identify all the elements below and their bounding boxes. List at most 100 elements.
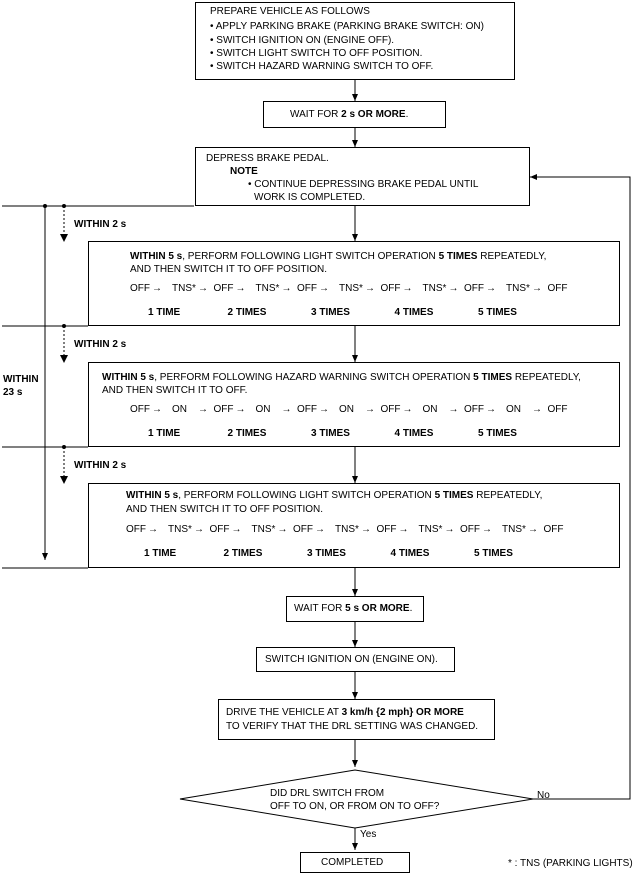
- prepare-item-4: • SWITCH HAZARD WARNING SWITCH TO OFF.: [210, 61, 434, 72]
- no-branch-label: No: [537, 790, 550, 801]
- hazard-step-line2: AND THEN SWITCH IT TO OFF.: [102, 385, 248, 396]
- state-tns: TNS*: [502, 524, 526, 535]
- within-2s-label-1: WITHIN 2 s: [74, 219, 127, 230]
- arrow-icon: →: [148, 524, 158, 535]
- arrow-icon: →: [448, 404, 459, 415]
- arrow-icon: →: [319, 404, 329, 415]
- note-label: NOTE: [230, 166, 258, 177]
- state-tns: TNS*: [418, 524, 443, 535]
- state-on: ON: [172, 404, 187, 415]
- prepare-item-3: • SWITCH LIGHT SWITCH TO OFF POSITION.: [210, 48, 423, 59]
- brake-pedal-box: [195, 147, 530, 206]
- repetition-count: 5 TIMES: [478, 307, 517, 318]
- state-off: OFF: [130, 404, 150, 415]
- prepare-item-2: • SWITCH IGNITION ON (ENGINE OFF).: [210, 35, 395, 46]
- state-tns: TNS*: [251, 524, 276, 535]
- state-off: OFF: [464, 283, 484, 294]
- state-off: OFF: [380, 283, 401, 294]
- state-off: OFF: [376, 524, 397, 535]
- arrow-icon: →: [198, 283, 208, 294]
- state-tns: TNS*: [335, 524, 359, 535]
- arrow-icon: →: [231, 524, 242, 535]
- state-off: OFF: [209, 524, 230, 535]
- repetition-count: 1 TIME: [148, 428, 181, 439]
- repetition-count: 3 TIMES: [311, 428, 350, 439]
- state-off: OFF: [464, 404, 484, 415]
- light-switch-step-2-box: [88, 483, 620, 568]
- state-off: OFF: [297, 283, 317, 294]
- state-off: OFF: [460, 524, 480, 535]
- light-switch-step-1-line2: AND THEN SWITCH IT TO OFF POSITION.: [130, 264, 328, 275]
- state-off: OFF: [293, 524, 313, 535]
- arrow-icon: →: [194, 524, 204, 535]
- wait-5s-text: WAIT FOR 5 s OR MORE.: [294, 603, 413, 614]
- repetition-count: 5 TIMES: [478, 428, 517, 439]
- arrow-icon: →: [402, 283, 413, 294]
- arrow-icon: →: [532, 404, 542, 415]
- repetition-count: 2 TIMES: [223, 548, 263, 559]
- arrow-icon: →: [319, 283, 329, 294]
- drive-vehicle-line1: DRIVE THE VEHICLE AT 3 km/h {2 mph} OR M…: [226, 707, 464, 718]
- repetition-count: 1 TIME: [148, 307, 181, 318]
- state-on: ON: [506, 404, 521, 415]
- decision-line2: OFF TO ON, OR FROM ON TO OFF?: [270, 801, 440, 812]
- arrow-icon: →: [486, 283, 496, 294]
- state-off-final: OFF: [547, 404, 568, 415]
- prepare-vehicle-box: [195, 2, 515, 80]
- arrow-icon: →: [398, 524, 409, 535]
- state-off: OFF: [297, 404, 317, 415]
- arrow-icon: →: [235, 283, 246, 294]
- wait-5s-box: [286, 596, 424, 622]
- arrow-icon: →: [532, 283, 542, 294]
- arrow-icon: →: [402, 404, 413, 415]
- repetition-count: 1 TIME: [144, 548, 177, 559]
- completed-text: COMPLETED: [321, 857, 384, 868]
- wait-2s-box: [263, 101, 446, 128]
- repetition-count: 4 TIMES: [394, 428, 434, 439]
- drive-vehicle-line2: TO VERIFY THAT THE DRL SETTING WAS CHANG…: [226, 721, 479, 732]
- state-tns: TNS*: [168, 524, 192, 535]
- within-2s-label-3: WITHIN 2 s: [74, 460, 127, 471]
- arrow-icon: →: [365, 404, 375, 415]
- wait-2s-text: WAIT FOR 2 s OR MORE.: [290, 109, 409, 120]
- state-off: OFF: [130, 283, 150, 294]
- arrow-icon: →: [444, 524, 455, 535]
- arrow-icon: →: [448, 283, 459, 294]
- arrow-icon: →: [365, 283, 375, 294]
- state-on: ON: [339, 404, 354, 415]
- state-off: OFF: [213, 283, 234, 294]
- arrow-icon: →: [315, 524, 325, 535]
- repetition-count: 4 TIMES: [394, 307, 434, 318]
- prepare-item-1: • APPLY PARKING BRAKE (PARKING BRAKE SWI…: [210, 21, 484, 32]
- hazard-step-box: [88, 362, 620, 447]
- arrow-icon: →: [152, 404, 162, 415]
- state-off-final: OFF: [547, 283, 568, 294]
- state-off: OFF: [126, 524, 146, 535]
- ignition-on-text: SWITCH IGNITION ON (ENGINE ON).: [265, 654, 438, 665]
- state-tns: TNS*: [422, 283, 447, 294]
- decision-line1: DID DRL SWITCH FROM: [270, 788, 385, 799]
- arrow-icon: →: [152, 283, 162, 294]
- arrow-icon: →: [486, 404, 496, 415]
- state-tns: TNS*: [172, 283, 196, 294]
- state-tns: TNS*: [255, 283, 280, 294]
- hazard-step-line1: WITHIN 5 s, PERFORM FOLLOWING HAZARD WAR…: [102, 372, 581, 383]
- arrow-icon: →: [361, 524, 371, 535]
- state-on: ON: [255, 404, 271, 415]
- drive-vehicle-box: [218, 699, 495, 740]
- arrow-icon: →: [528, 524, 538, 535]
- state-off: OFF: [380, 404, 401, 415]
- light-switch-step-2-line1: WITHIN 5 s, PERFORM FOLLOWING LIGHT SWIT…: [126, 490, 543, 501]
- light-switch-step-2-line2: AND THEN SWITCH IT TO OFF POSITION.: [126, 504, 324, 515]
- arrow-icon: →: [482, 524, 492, 535]
- repetition-count: 2 TIMES: [227, 428, 267, 439]
- within-23s-label-line2: 23 s: [3, 387, 23, 398]
- repetition-count: 3 TIMES: [307, 548, 346, 559]
- brake-pedal-text: DEPRESS BRAKE PEDAL.: [206, 153, 329, 164]
- arrow-icon: →: [281, 283, 292, 294]
- arrow-icon: →: [235, 404, 246, 415]
- note-line-1: • CONTINUE DEPRESSING BRAKE PEDAL UNTIL: [248, 179, 479, 190]
- prepare-title: PREPARE VEHICLE AS FOLLOWS: [210, 6, 370, 17]
- state-on: ON: [422, 404, 438, 415]
